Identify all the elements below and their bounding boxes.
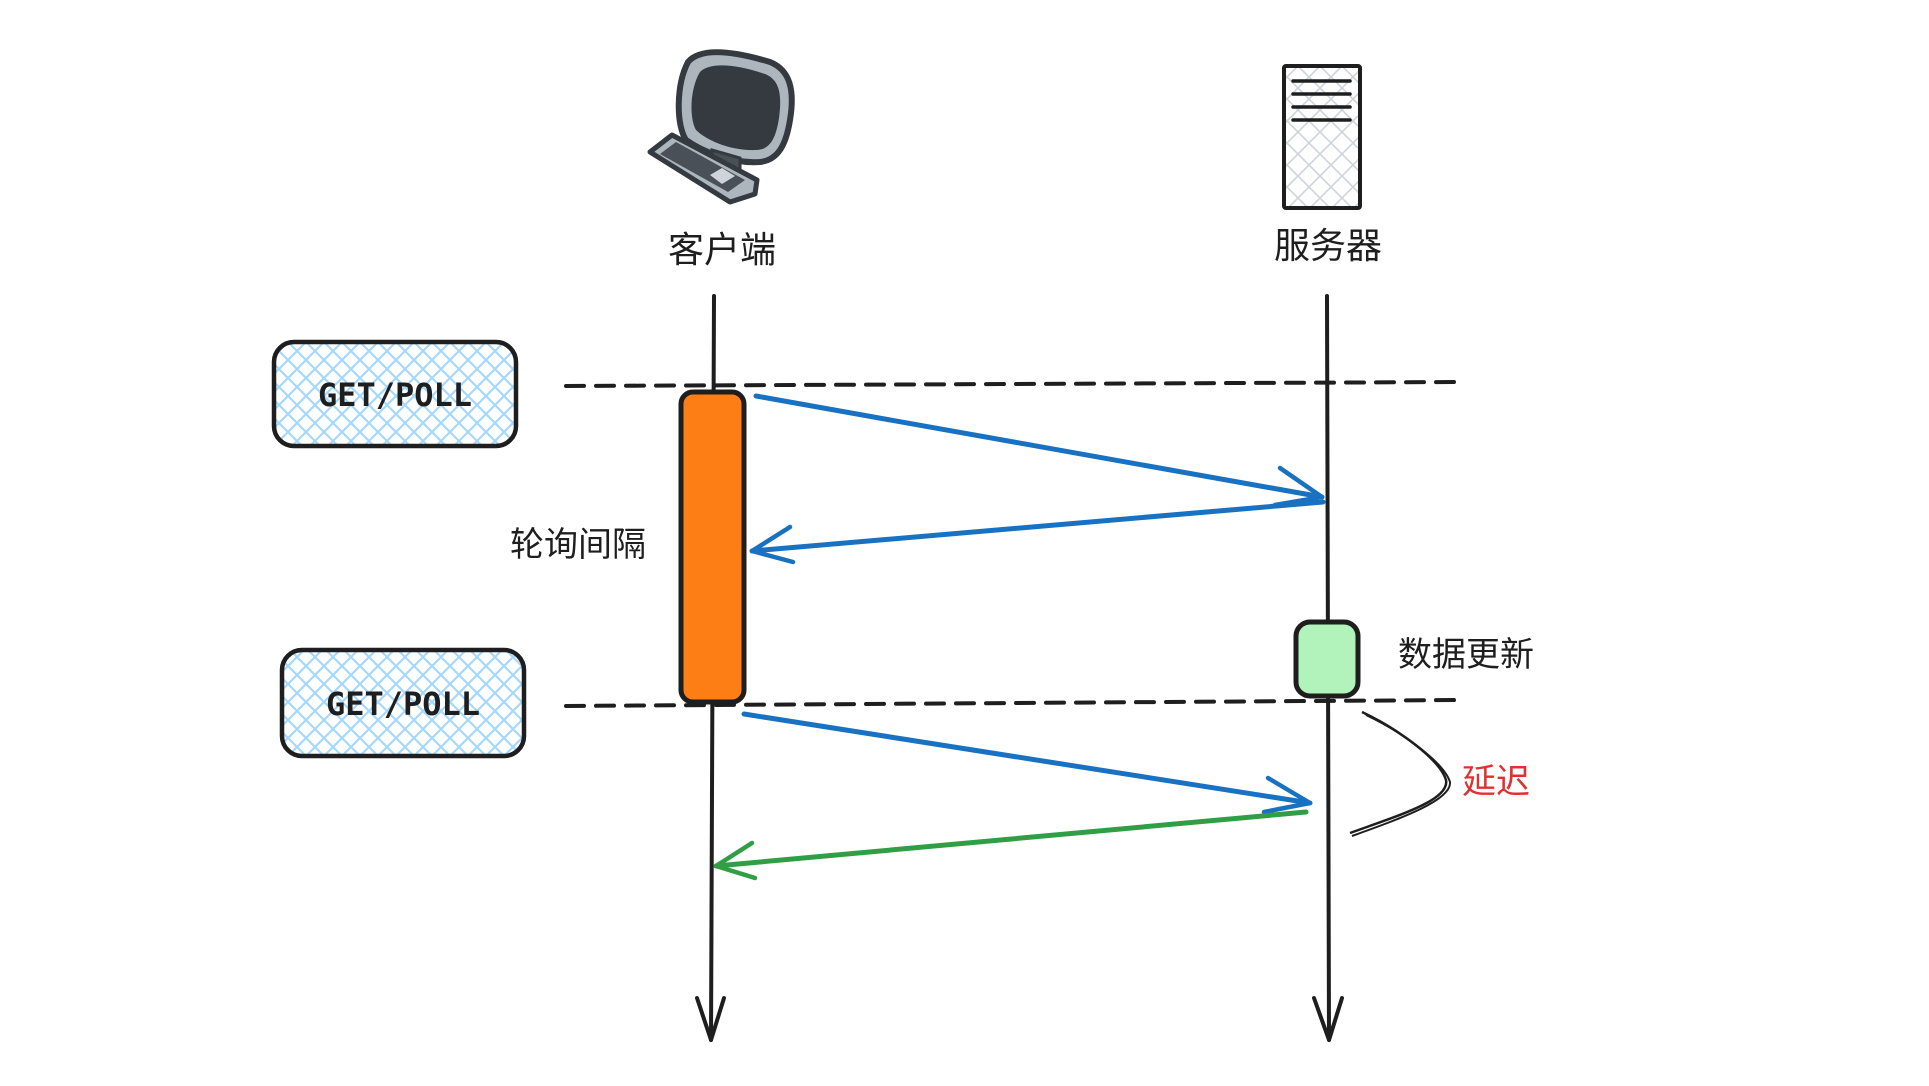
data-update-box [1293, 619, 1361, 699]
client-label: 客户端 [668, 230, 776, 271]
message-empty-response [749, 499, 1326, 565]
desktop-computer-icon [647, 49, 795, 205]
delay-bracket [1349, 710, 1452, 837]
server-label: 服务器 [1274, 226, 1382, 267]
poll-line-1 [564, 380, 1464, 388]
tag-get-poll-2: GET/POLL [279, 647, 527, 759]
message-request-1 [753, 393, 1325, 508]
interval-label: 轮询间隔 [510, 525, 646, 565]
tag-label: GET/POLL [326, 685, 480, 723]
poll-line-2 [564, 698, 1464, 708]
interval-bar [678, 389, 747, 705]
tag-label: GET/POLL [318, 376, 472, 414]
message-data-response [713, 809, 1309, 881]
tag-get-poll-1: GET/POLL [271, 339, 519, 449]
message-request-2 [741, 711, 1313, 815]
delay-label: 延迟 [1462, 762, 1530, 802]
server-tower-icon [1282, 64, 1362, 210]
data-update-label: 数据更新 [1398, 635, 1534, 675]
